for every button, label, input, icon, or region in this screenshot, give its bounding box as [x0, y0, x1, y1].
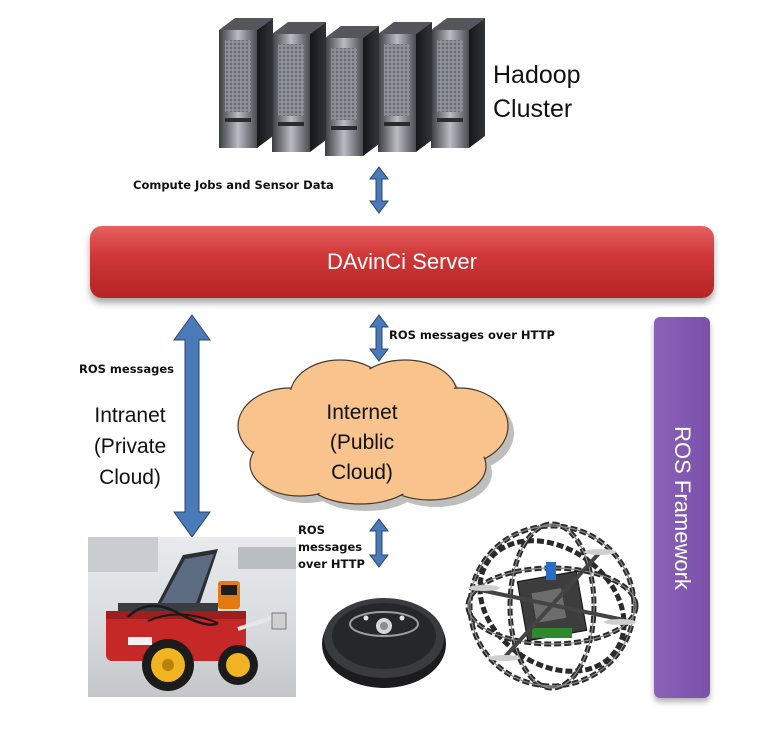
ros-http-top-arrow-icon: [369, 314, 389, 362]
ros-http-top-label: ROS messages over HTTP: [389, 328, 555, 342]
server-tower: [272, 22, 326, 152]
ros-framework-label: ROS Framework: [670, 425, 695, 590]
compute-link-label: Compute Jobs and Sensor Data: [133, 178, 334, 192]
compute-link-arrow-icon: [369, 166, 389, 214]
ros-intranet-label: ROS messages: [79, 362, 175, 376]
ros-http-bottom-arrow-icon: [369, 518, 389, 568]
internet-line3: Cloud): [331, 461, 393, 484]
pioneer-robot-image: [88, 537, 296, 697]
quadcopter-robot-image: [465, 521, 639, 691]
internet-cloud-label: Internet (Public Cloud): [300, 398, 424, 488]
server-tower: [431, 18, 485, 148]
davinci-server-label: DAvinCi Server: [327, 249, 477, 274]
intranet-line3: Cloud): [99, 466, 161, 489]
server-tower: [325, 26, 379, 156]
hadoop-label-line1: Hadoop: [493, 61, 581, 89]
intranet-line2: (Private: [93, 435, 167, 458]
ros-framework-block: ROS Framework: [654, 317, 710, 698]
hadoop-cluster-icon: [219, 18, 485, 156]
ros-bottom-line3: over HTTP: [298, 557, 365, 571]
intranet-line1: Intranet: [94, 404, 166, 427]
intranet-label: Intranet (Private Cloud): [80, 400, 180, 493]
internet-cloud-icon: [237, 359, 514, 511]
internet-line2: (Public: [329, 431, 395, 454]
ros-http-bottom-label: ROS messages over HTTP: [298, 522, 378, 573]
hadoop-label-line2: Cluster: [493, 95, 573, 123]
davinci-server-block: DAvinCi Server: [90, 226, 714, 298]
server-tower: [219, 18, 273, 148]
internet-line1: Internet: [326, 401, 398, 424]
ros-bottom-line1: ROS: [298, 523, 325, 537]
hadoop-cluster-label: Hadoop Cluster: [493, 58, 581, 126]
roomba-robot-image: [322, 598, 446, 688]
server-tower: [378, 22, 432, 152]
ros-bottom-line2: messages: [298, 540, 363, 554]
